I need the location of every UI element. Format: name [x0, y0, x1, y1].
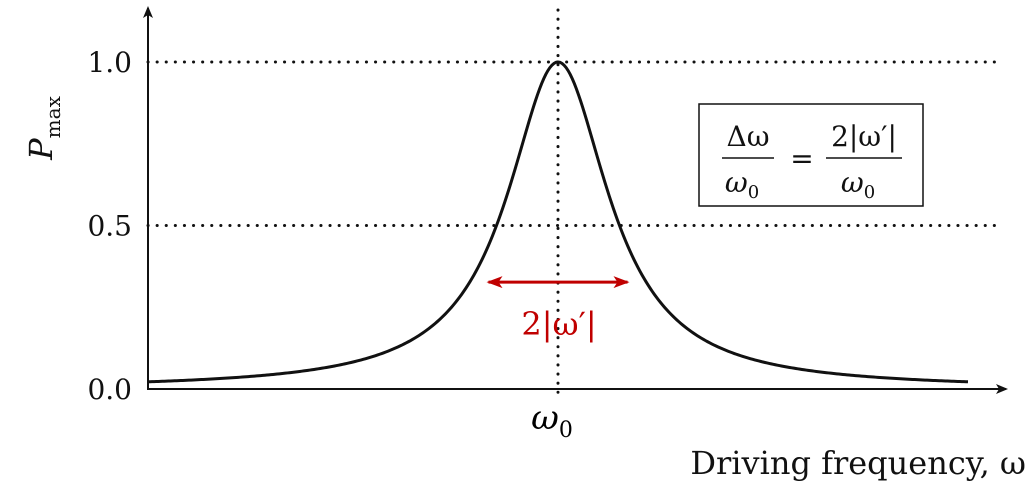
y-tick-label: 0.0: [87, 373, 132, 406]
equation-lhs-numerator: Δω: [726, 120, 769, 153]
width-annotation-label: 2|ω′|: [521, 305, 596, 343]
equation-equals: =: [790, 142, 813, 175]
y-tick-labels: 0.0 0.5 1.0: [87, 46, 132, 406]
x-tick-label: ω0: [531, 398, 573, 443]
equation-frame: [698, 103, 924, 207]
equation-rhs-denominator: ω0: [841, 166, 875, 203]
y-tick-label: 0.5: [87, 210, 132, 243]
reference-lines: [146, 8, 1002, 399]
y-tick-label: 1.0: [87, 46, 132, 79]
equation-rhs-numerator: 2|ω′|: [831, 120, 897, 153]
y-axis-label: Pmax: [22, 95, 65, 160]
equation-lhs-denominator: ω0: [725, 166, 759, 203]
x-tick-labels: ω0: [531, 398, 573, 443]
resonance-curve: [147, 60, 969, 384]
equation-box: Δω ω0 = 2|ω′| ω0: [698, 103, 924, 207]
x-axis-label: Driving frequency, ω: [690, 444, 1026, 482]
